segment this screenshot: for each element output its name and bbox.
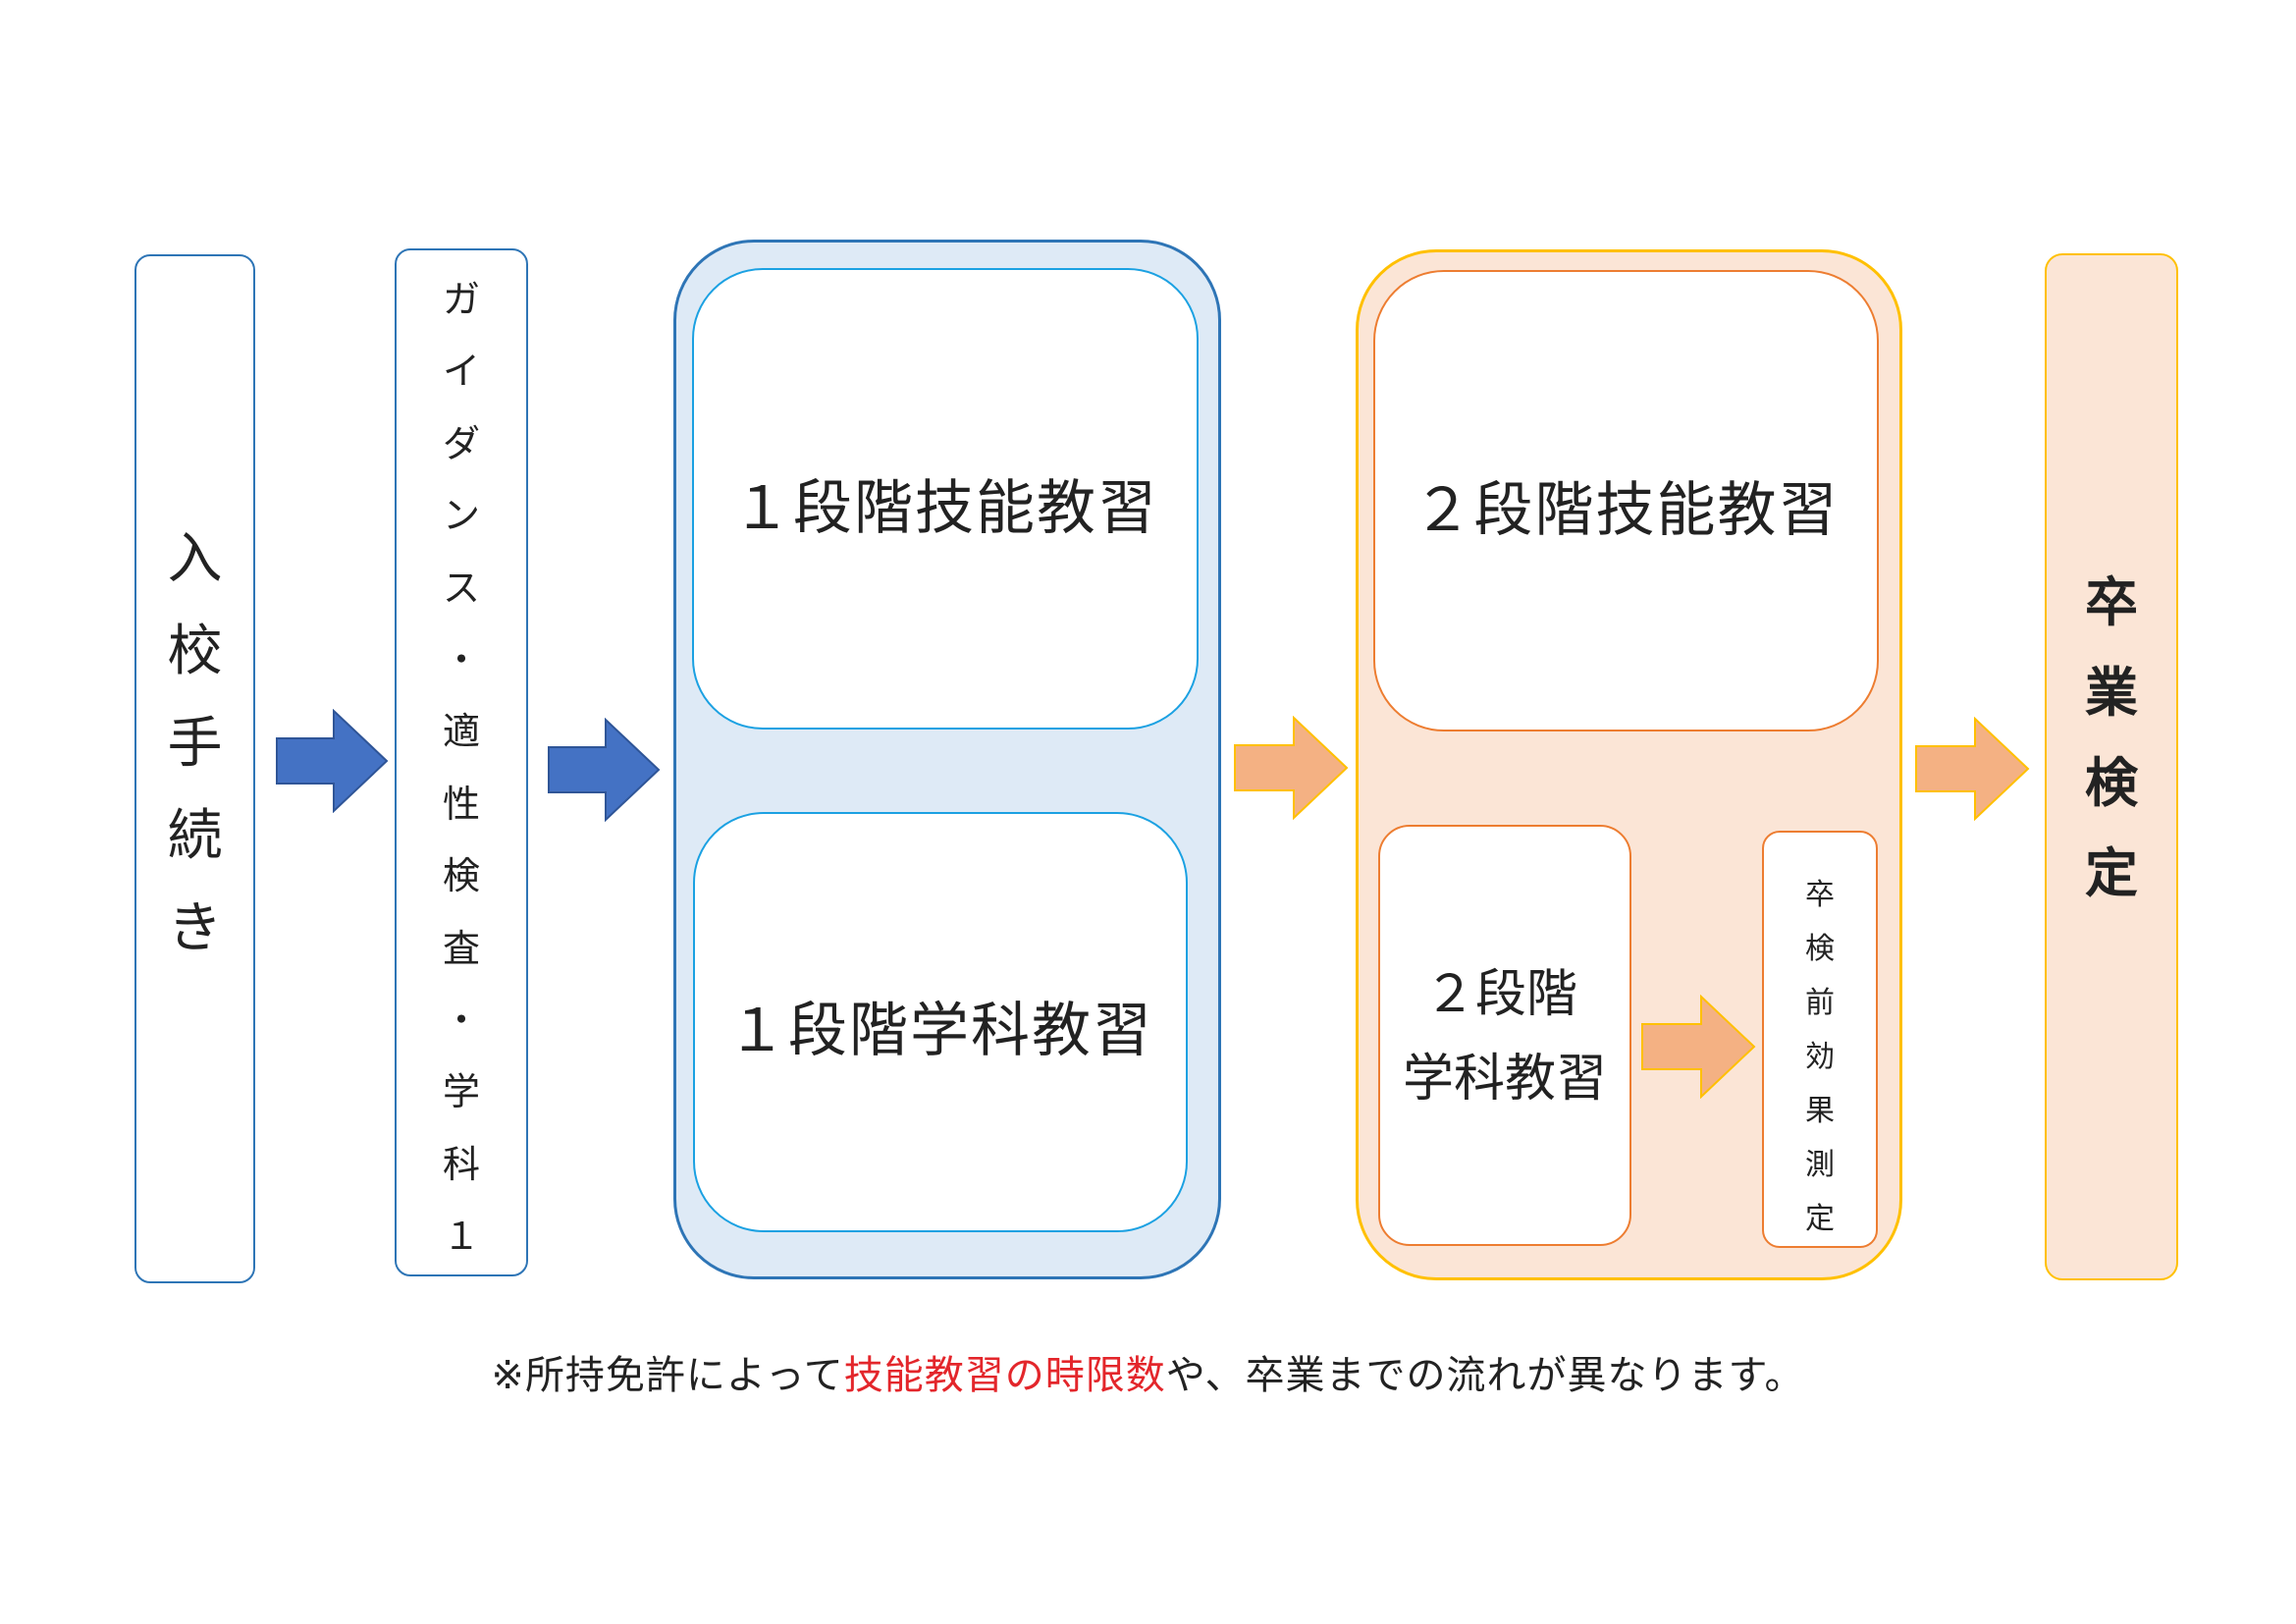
vertical-char: 性 — [442, 782, 480, 826]
vertical-char: 前 — [1805, 986, 1835, 1020]
vertical-char: 適 — [442, 710, 480, 754]
vertical-char: 卒 — [1805, 878, 1835, 912]
vertical-char: 入 — [167, 527, 223, 591]
arrow-right-icon — [548, 718, 661, 822]
vertical-char: ダ — [442, 421, 480, 465]
pre-graduation-test-label: 卒検前効果測定 — [1764, 868, 1876, 1246]
stage2-academic-line2: 学科教習 — [1402, 1049, 1607, 1109]
vertical-char: ・ — [442, 638, 480, 682]
vertical-char: 定 — [2085, 842, 2138, 904]
stage2-skill-label: ２段階技能教習 — [1413, 475, 1840, 545]
enrollment-box: 入校手続き — [134, 254, 255, 1283]
vertical-char: 学 — [442, 1070, 480, 1114]
stage2-academic-line1: ２段階 — [1423, 964, 1577, 1024]
vertical-char: 検 — [442, 854, 480, 898]
stage2-skill-box: ２段階技能教習 — [1373, 270, 1879, 731]
vertical-char: 業 — [2085, 662, 2138, 724]
vertical-char: 効 — [1805, 1040, 1835, 1074]
vertical-char: ガ — [442, 278, 480, 321]
stage1-skill-box: １段階技能教習 — [692, 268, 1199, 730]
arrow-right-icon — [1641, 995, 1756, 1099]
vertical-char: き — [167, 896, 223, 960]
vertical-char: イ — [442, 350, 480, 394]
arrow-right-icon — [1915, 717, 2030, 821]
vertical-char: ・ — [442, 999, 480, 1043]
vertical-char: 果 — [1805, 1094, 1835, 1128]
vertical-char: １ — [442, 1215, 480, 1259]
stage2-academic-box: ２段階 学科教習 — [1378, 825, 1631, 1246]
graduation-exam-label: 卒業検定 — [2047, 558, 2176, 919]
stage1-skill-label: １段階技能教習 — [732, 473, 1158, 543]
vertical-char: 校 — [167, 620, 223, 683]
vertical-char: 手 — [167, 712, 223, 776]
vertical-char: 測 — [1805, 1148, 1835, 1182]
vertical-char: ス — [442, 566, 480, 610]
arrow-right-icon — [1234, 716, 1349, 820]
arrow-right-icon — [276, 709, 389, 813]
vertical-char: 科 — [442, 1142, 480, 1186]
vertical-char: 査 — [442, 926, 480, 970]
footnote-highlight: 技能教習の時限数 — [843, 1353, 1166, 1398]
stage1-academic-box: １段階学科教習 — [693, 812, 1188, 1232]
stage2-academic-label: ２段階 学科教習 — [1380, 827, 1629, 1244]
vertical-char: 定 — [1805, 1202, 1835, 1236]
vertical-char: 卒 — [2085, 571, 2138, 633]
pre-graduation-test-box: 卒検前効果測定 — [1762, 831, 1878, 1248]
vertical-char: 続 — [167, 804, 223, 868]
footnote-prefix: ※所持免許によって — [491, 1353, 844, 1398]
footnote: ※所持免許によって技能教習の時限数や、卒業までの流れが異なります。 — [0, 1343, 2296, 1400]
vertical-char: 検 — [1805, 932, 1835, 966]
graduation-exam-box: 卒業検定 — [2045, 253, 2178, 1280]
footnote-suffix: や、卒業までの流れが異なります。 — [1165, 1353, 1805, 1398]
vertical-char: 検 — [2085, 752, 2138, 814]
enrollment-label: 入校手続き — [136, 514, 253, 975]
vertical-char: ン — [442, 494, 480, 538]
stage1-academic-label: １段階学科教習 — [727, 996, 1153, 1065]
